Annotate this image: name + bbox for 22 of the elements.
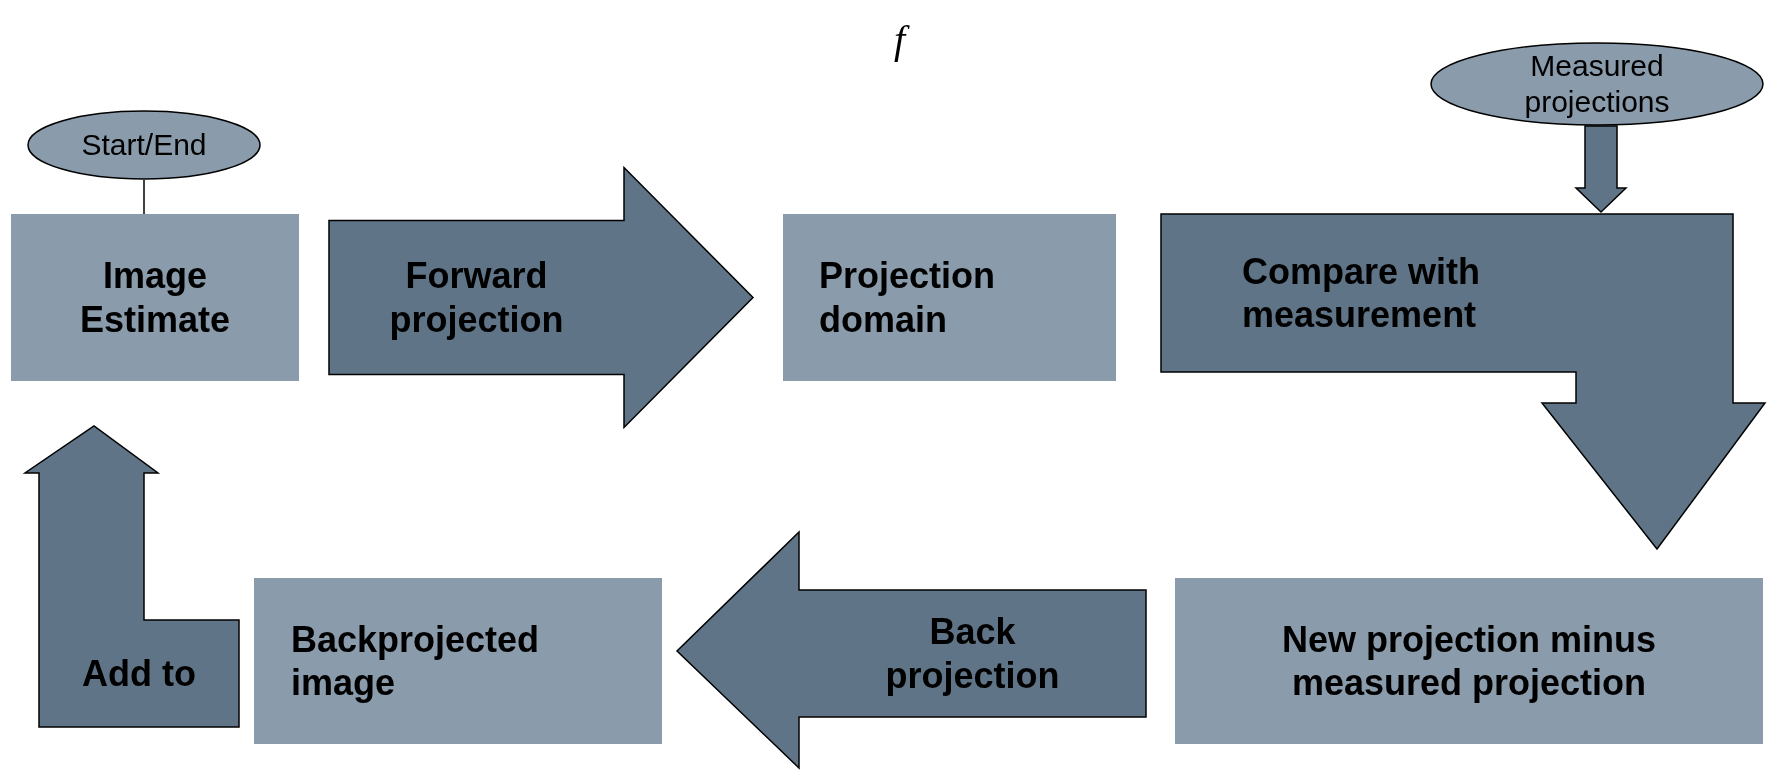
node-label: Backprojected image xyxy=(291,617,541,705)
process-box xyxy=(783,214,1116,381)
block-arrow xyxy=(1574,125,1628,214)
connector-line xyxy=(143,179,145,215)
block-arrow xyxy=(675,530,1147,770)
node-label: New projection minus measured projection xyxy=(1280,617,1657,705)
edge-label: Forward projection xyxy=(388,254,565,341)
block-arrow xyxy=(1160,213,1767,551)
process-box xyxy=(1175,578,1763,744)
node-label: Image Estimate xyxy=(78,254,232,341)
data-ellipse xyxy=(1430,42,1764,126)
node-label: Measured projections xyxy=(1523,48,1671,120)
process-box xyxy=(11,214,299,381)
block-arrow xyxy=(328,165,755,430)
node-label: Start/End xyxy=(81,127,207,163)
process-box xyxy=(254,578,662,744)
block-arrow xyxy=(22,425,240,728)
edge-label: Compare with measurement xyxy=(1242,249,1482,337)
edge-label: Back projection xyxy=(884,610,1061,697)
node-label: Projection domain xyxy=(819,254,997,341)
terminal-ellipse xyxy=(27,110,261,180)
edge-label: Add to xyxy=(82,651,196,696)
